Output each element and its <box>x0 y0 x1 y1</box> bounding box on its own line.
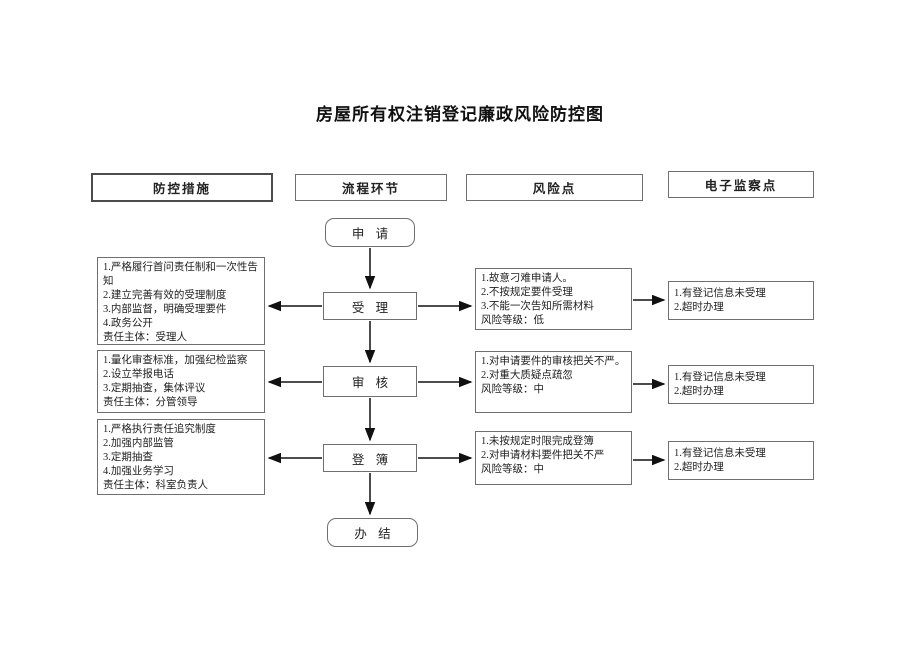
column-header-measures: 防控措施 <box>91 173 273 202</box>
prevention-box-register: 1.严格执行责任追究制度 2.加强内部监管 3.定期抽查 4.加强业务学习 责任… <box>97 419 265 495</box>
monitor-box-accept: 1.有登记信息未受理 2.超时办理 <box>668 281 814 320</box>
risk-box-review: 1.对申请要件的审核把关不严。 2.对重大质疑点疏忽 风险等级：中 <box>475 351 632 413</box>
prevention-line: 2.设立举报电话 <box>103 369 174 380</box>
column-header-risks: 风险点 <box>466 174 643 201</box>
flow-node-accept: 受理 <box>323 292 417 320</box>
flow-node-complete: 办结 <box>327 518 418 547</box>
prevention-line: 1.严格执行责任追究制度 <box>103 424 216 435</box>
risk-line: 3.不能一次告知所需材料 <box>481 301 594 312</box>
column-header-monitor: 电子监察点 <box>668 171 814 198</box>
prevention-line: 责任主体：分管领导 <box>103 397 198 408</box>
monitor-box-review: 1.有登记信息未受理 2.超时办理 <box>668 365 814 404</box>
prevention-line: 4.加强业务学习 <box>103 466 174 477</box>
monitor-line: 1.有登记信息未受理 <box>674 448 766 459</box>
flow-node-apply: 申请 <box>325 218 415 247</box>
monitor-line: 2.超时办理 <box>674 462 724 473</box>
risk-line: 风险等级：中 <box>481 384 544 395</box>
prevention-box-review: 1.量化审查标准，加强纪检监察 2.设立举报电话 3.定期抽查，集体评议 责任主… <box>97 350 265 413</box>
risk-line: 1.故意刁难申请人。 <box>481 273 573 284</box>
prevention-line: 1.严格履行首问责任制和一次性告知 <box>103 262 258 287</box>
risk-box-register: 1.未按规定时限完成登簿 2.对申请材料要件把关不严 风险等级：中 <box>475 431 632 485</box>
risk-line: 2.对重大质疑点疏忽 <box>481 370 573 381</box>
prevention-line: 责任主体：科室负责人 <box>103 480 208 491</box>
prevention-line: 1.量化审查标准，加强纪检监察 <box>103 355 248 366</box>
prevention-line: 2.建立完善有效的受理制度 <box>103 290 227 301</box>
risk-line: 2.对申请材料要件把关不严 <box>481 450 605 461</box>
monitor-line: 1.有登记信息未受理 <box>674 288 766 299</box>
prevention-box-accept: 1.严格履行首问责任制和一次性告知 2.建立完善有效的受理制度 3.内部监督，明… <box>97 257 265 345</box>
flow-node-register: 登簿 <box>323 444 417 472</box>
monitor-line: 1.有登记信息未受理 <box>674 372 766 383</box>
risk-line: 2.不按规定要件受理 <box>481 287 573 298</box>
prevention-line: 3.定期抽查，集体评议 <box>103 383 206 394</box>
monitor-box-register: 1.有登记信息未受理 2.超时办理 <box>668 441 814 480</box>
prevention-line: 3.定期抽查 <box>103 452 153 463</box>
monitor-line: 2.超时办理 <box>674 386 724 397</box>
risk-line: 1.未按规定时限完成登簿 <box>481 436 594 447</box>
risk-box-accept: 1.故意刁难申请人。 2.不按规定要件受理 3.不能一次告知所需材料 风险等级：… <box>475 268 632 330</box>
prevention-line: 2.加强内部监管 <box>103 438 174 449</box>
flow-node-review: 审核 <box>323 366 417 397</box>
risk-line: 风险等级：中 <box>481 464 544 475</box>
prevention-line: 3.内部监督，明确受理要件 <box>103 304 227 315</box>
risk-line: 风险等级：低 <box>481 315 544 326</box>
page-title: 房屋所有权注销登记廉政风险防控图 <box>316 105 604 124</box>
column-header-process: 流程环节 <box>295 174 447 201</box>
monitor-line: 2.超时办理 <box>674 302 724 313</box>
prevention-line: 责任主体：受理人 <box>103 332 187 343</box>
prevention-line: 4.政务公开 <box>103 318 153 329</box>
risk-line: 1.对申请要件的审核把关不严。 <box>481 356 626 367</box>
